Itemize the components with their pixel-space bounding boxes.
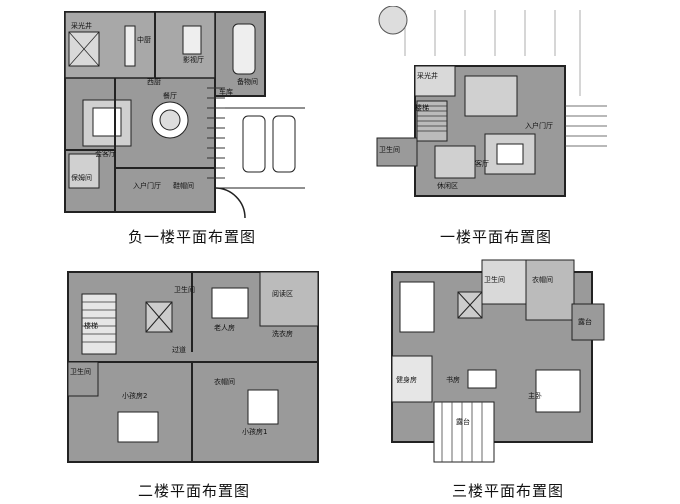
second-floor-plan: 卫生间 老人房 阅读区 楼梯 洗衣房 过道 卫生间 衣帽间 小孩房2 小孩房1 (62, 252, 324, 472)
room-cloakroom: 衣帽间 (214, 377, 235, 386)
room-kids1: 小孩房1 (242, 427, 267, 436)
room-garage: 车库 (219, 87, 233, 96)
basement-plan-drawing: 采光井 中厨 西厨 影视厅 餐厅 备物间 车库 会客厅 保姆间 入户门厅 鞋帽间 (64, 11, 305, 219)
room-bathroom2: 卫生间 (70, 367, 91, 376)
basement-plan: 采光井 中厨 西厨 影视厅 餐厅 备物间 车库 会客厅 保姆间 入户门厅 鞋帽间 (55, 8, 315, 220)
room-skylight: 采光井 (71, 21, 92, 30)
room-elder: 老人房 (214, 323, 235, 332)
room-corridor: 过道 (172, 345, 186, 354)
first-floor-plan: 采光井 楼梯 卫生间 入户门厅 客厅 休闲区 (375, 6, 607, 220)
room-av: 影视厅 (183, 55, 204, 64)
room-terrace2: 露台 (456, 417, 470, 426)
room-wardrobe: 衣帽间 (532, 275, 553, 284)
room-entrance: 入户门厅 (525, 121, 553, 130)
second-floor-drawing: 卫生间 老人房 阅读区 楼梯 洗衣房 过道 卫生间 衣帽间 小孩房2 小孩房1 (67, 271, 319, 463)
room-laundry: 洗衣房 (272, 329, 293, 338)
room-leisure: 休闲区 (437, 181, 458, 190)
room-gym: 健身房 (396, 375, 417, 384)
caption-basement: 负一楼平面布置图 (128, 228, 257, 246)
first-floor-drawing: 采光井 楼梯 卫生间 入户门厅 客厅 休闲区 (376, 6, 607, 197)
caption-first: 一楼平面布置图 (440, 228, 553, 246)
room-nanny: 保姆间 (71, 173, 92, 182)
caption-third: 三楼平面布置图 (452, 482, 565, 500)
room-shoe: 鞋帽间 (173, 181, 194, 190)
room-living: 客厅 (475, 159, 489, 168)
room-bathroom: 卫生间 (379, 145, 400, 154)
room-storage: 备物间 (237, 77, 258, 86)
room-skylight: 采光井 (417, 71, 438, 80)
room-reading: 阅读区 (272, 289, 293, 298)
room-kids2: 小孩房2 (122, 391, 147, 400)
caption-second: 二楼平面布置图 (138, 482, 251, 500)
room-western-kitchen: 西厨 (147, 78, 161, 86)
room-terrace: 露台 (578, 317, 592, 326)
room-study: 书房 (446, 375, 460, 384)
room-guest-hall: 会客厅 (95, 149, 116, 158)
room-bathroom: 卫生间 (484, 275, 505, 284)
room-bathroom: 卫生间 (174, 285, 195, 294)
third-floor-drawing: 卫生间 衣帽间 露台 健身房 书房 主卧 露台 (391, 259, 605, 463)
room-stairs: 楼梯 (84, 321, 98, 330)
room-entrance: 入户门厅 (133, 181, 161, 190)
room-dining: 餐厅 (163, 91, 177, 100)
room-stairs: 楼梯 (415, 103, 429, 112)
third-floor-plan: 卫生间 衣帽间 露台 健身房 书房 主卧 露台 (386, 252, 612, 472)
room-master: 主卧 (528, 391, 542, 400)
room-kitchen: 中厨 (137, 35, 151, 44)
